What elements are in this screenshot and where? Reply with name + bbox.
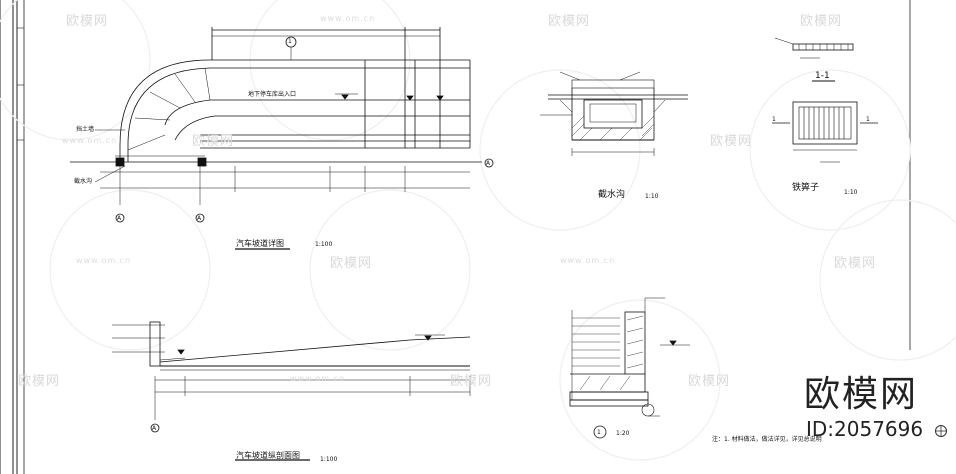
sheet-frame	[0, 0, 911, 474]
retaining-wall-label: 挡土墙	[76, 126, 95, 133]
longitudinal-section-title: 汽车坡道纵剖面图	[236, 451, 300, 460]
grate-cut-mark-right: 1	[866, 116, 870, 123]
section-marker: 1	[288, 38, 292, 45]
trench-detail-scale: 1:10	[645, 193, 659, 200]
watermark-logo: 欧模网	[710, 134, 753, 149]
watermark-circles	[0, 0, 956, 461]
trench-detail-title: 截水沟	[598, 190, 626, 200]
wall-detail-scale: 1:20	[616, 430, 630, 437]
grate-detail-title: 铁箅子	[792, 183, 820, 193]
axis-marker-a: A	[117, 215, 122, 222]
watermark-logo: 欧模网	[330, 256, 373, 271]
watermark-logo: 欧模网	[66, 14, 109, 29]
watermark-url: www.om.cn	[76, 256, 132, 265]
watermark-logo: 欧模网	[450, 374, 493, 389]
plan-view	[70, 27, 494, 250]
wall-detail-marker: 1	[597, 429, 601, 436]
watermark-url: www.om.cn	[290, 374, 346, 383]
axis-marker-a: A	[486, 160, 491, 167]
wall-detail	[569, 297, 690, 439]
watermark-logo: 欧模网	[688, 374, 731, 389]
brand-logo-text: 欧模网	[804, 374, 919, 415]
watermark-url: www.om.cn	[320, 14, 376, 23]
trench-detail	[540, 71, 688, 156]
ramp-entrance-label: 地下停车库出入口	[248, 91, 297, 98]
grate-cut-mark-left: 1	[772, 116, 776, 123]
watermark-url: www.om.cn	[62, 136, 118, 145]
watermark-logo: 欧模网	[18, 374, 61, 389]
axis-marker-a: A	[197, 215, 202, 222]
wall-detail-note: 注：1. 材料做法，做法详见，详见总说明	[712, 436, 822, 443]
grate-section-title: 1-1	[815, 71, 830, 81]
plan-view-title: 汽车坡道详图	[236, 239, 284, 248]
watermark-logo: 欧模网	[800, 14, 843, 29]
drain-label: 截水沟	[74, 178, 93, 185]
longitudinal-section	[112, 321, 471, 461]
axis-marker-a: A	[152, 425, 157, 432]
grate-section	[774, 37, 854, 82]
watermark-logo: 欧模网	[548, 14, 591, 29]
watermark-logo: 欧模网	[834, 256, 877, 271]
longitudinal-section-scale: 1:100	[320, 456, 338, 463]
watermark-logo: 欧模网	[192, 134, 235, 149]
grate-detail-scale: 1:10	[844, 189, 858, 196]
copyright-icon	[935, 425, 947, 437]
watermark-url: www.om.cn	[560, 256, 616, 265]
grate-plan	[772, 101, 878, 163]
plan-view-scale: 1:100	[315, 241, 333, 248]
brand-id-label: ID:2057696	[806, 417, 924, 441]
